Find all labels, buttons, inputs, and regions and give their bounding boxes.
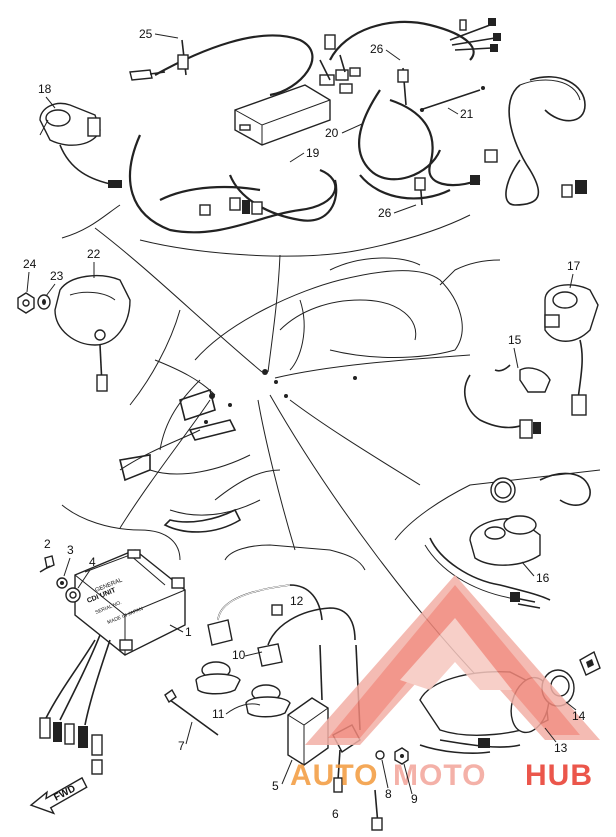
- part-22-cover: [54, 275, 131, 392]
- part-15-switch: [464, 364, 551, 439]
- callout-24: 24: [23, 257, 37, 271]
- callout-5: 5: [272, 779, 279, 793]
- callout-numbers: 25 26 18 21 20 19 26 24 23 22 17 15 16 2…: [23, 27, 586, 821]
- callout-21: 21: [460, 107, 474, 121]
- callout-23: 23: [50, 269, 64, 283]
- watermark-part1: AUTO: [290, 759, 378, 792]
- callout-12: 12: [290, 594, 304, 608]
- callout-26-top: 26: [370, 42, 384, 56]
- callout-15: 15: [508, 333, 522, 347]
- callout-13: 13: [554, 741, 568, 755]
- callout-22: 22: [87, 247, 101, 261]
- part-18-relay: [39, 102, 122, 188]
- part-3-washer: [56, 577, 68, 589]
- frame-outline: [119, 257, 463, 533]
- callout-25: 25: [139, 27, 153, 41]
- part-2-bolt: [39, 555, 55, 573]
- part-1-cdi-unit: GENERAL CDI UNIT SERIAL NO. MADE IN JAPA…: [39, 549, 186, 775]
- part-16-main-switch: [424, 472, 591, 609]
- watermark-part3: HUB: [525, 759, 593, 792]
- callout-9: 9: [411, 792, 418, 806]
- callout-8: 8: [385, 787, 392, 801]
- part-23-washer: [37, 294, 51, 310]
- callout-18: 18: [38, 82, 52, 96]
- callout-10: 10: [232, 648, 246, 662]
- part-4-collar: [65, 587, 81, 603]
- callout-17: 17: [567, 259, 581, 273]
- watermark-logo: AUTO MOTO HUB: [290, 575, 600, 792]
- callout-7: 7: [178, 739, 185, 753]
- callout-4: 4: [89, 555, 96, 569]
- callout-26-bottom: 26: [378, 206, 392, 220]
- callout-11: 11: [212, 707, 225, 721]
- callout-19: 19: [306, 146, 320, 160]
- watermark-part2: MOTO: [393, 759, 486, 792]
- callout-20: 20: [325, 126, 339, 140]
- part-17-handlebar-switch: [544, 284, 599, 416]
- callout-16: 16: [536, 571, 550, 585]
- callout-3: 3: [67, 543, 74, 557]
- wire-harness-group: [61, 18, 587, 257]
- callout-2: 2: [44, 537, 51, 551]
- callout-14: 14: [572, 709, 586, 723]
- ignition-coil-group: [164, 584, 409, 831]
- forward-arrow: FWD: [29, 776, 88, 815]
- callout-6: 6: [332, 807, 339, 821]
- part-24-nut: [17, 292, 35, 314]
- callout-1: 1: [185, 625, 192, 639]
- fwd-label: FWD: [52, 783, 77, 803]
